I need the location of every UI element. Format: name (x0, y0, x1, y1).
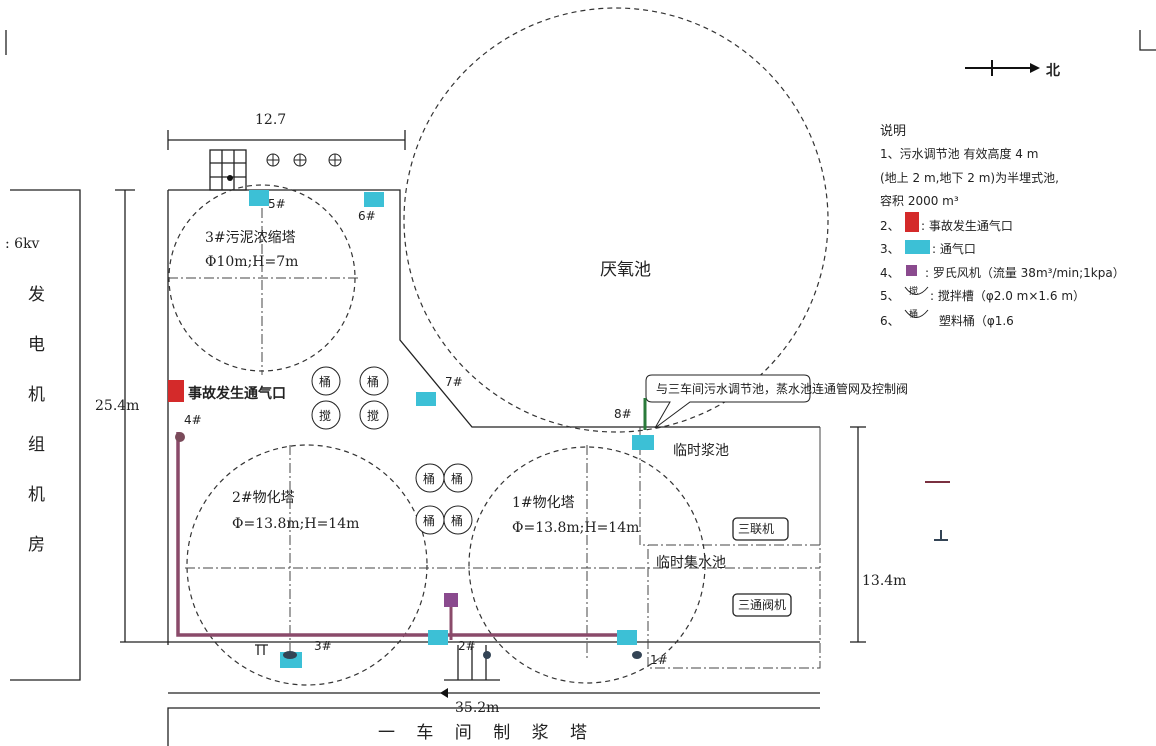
site-outline (167, 189, 820, 645)
emergency-vent-label: 事故发生通气口 (188, 385, 286, 402)
svg-text:(地上 2 m,地下 2 m)为半埋式池,: (地上 2 m,地下 2 m)为半埋式池, (880, 171, 1059, 185)
callout: 与三车间污水调节池，蒸水池连通管网及控制阀 (645, 374, 908, 429)
small-tanks (311, 366, 473, 535)
small-tank-label: 桶 (423, 471, 435, 486)
svg-text:25.4m: 25.4m (95, 398, 139, 414)
valve-2 (483, 651, 491, 659)
equipment-box-2-label: 三通阀机 (738, 598, 786, 612)
dimension-top: 12.7 (167, 112, 406, 150)
vent-1 (617, 630, 637, 645)
svg-text:机: 机 (28, 385, 45, 405)
small-tank-label: 桶 (319, 374, 331, 389)
tower2-name: 2#物化塔 (232, 490, 295, 506)
anaerobic-tank-label: 厌氧池 (600, 260, 651, 280)
svg-text:: 通气口: : 通气口 (932, 241, 976, 256)
tower3-name: 3#污泥浓缩塔 (205, 230, 296, 246)
legend-bucket-icon: 桶 (909, 308, 918, 320)
svg-text:2、: 2、 (880, 219, 900, 233)
manhole-icons (266, 153, 342, 167)
north-label: 北 (1046, 63, 1060, 79)
legend-mixer-icon: 搅 (909, 285, 918, 297)
vent-label-1: 1# (650, 653, 668, 667)
callout-text: 与三车间污水调节池，蒸水池连通管网及控制阀 (656, 381, 908, 396)
dimension-bottom: 35.2m (168, 688, 820, 716)
dimension-left: 25.4m (95, 189, 139, 642)
tower3-spec: Φ10m;H=7m (205, 254, 298, 270)
tower1-spec: Φ=13.8m;H=14m (512, 520, 639, 536)
svg-text:: 罗氏风机（流量 38m³/min;1kpa）: : 罗氏风机（流量 38m³/min;1kpa） (925, 266, 1125, 280)
legend: 说明 1、污水调节池 有效高度 4 m (地上 2 m,地下 2 m)为半埋式池… (880, 124, 1125, 328)
small-tank-label: 桶 (423, 513, 435, 528)
vent-label-2: 2# (458, 639, 476, 653)
emergency-vent (168, 380, 184, 402)
legend-vent-swatch (905, 240, 930, 254)
svg-text:1、污水调节池 有效高度 4 m: 1、污水调节池 有效高度 4 m (880, 146, 1038, 161)
svg-text:说明: 说明 (880, 124, 906, 139)
vent-label-7: 7# (445, 375, 463, 389)
vent-7 (416, 392, 436, 406)
vent-label-8: 8# (614, 407, 632, 421)
vent-2 (428, 630, 448, 645)
tower1-circle (468, 446, 706, 684)
valve-4 (175, 432, 185, 442)
corner-marks (5, 30, 1156, 55)
equipment-box-2 (732, 593, 792, 617)
collect-pool-label: 临时集水池 (656, 554, 726, 571)
svg-text:3、: 3、 (880, 242, 900, 256)
vent-label-6: 6# (358, 209, 376, 223)
svg-text:机: 机 (28, 485, 45, 505)
equipment-box-1-label: 三联机 (738, 522, 774, 536)
svg-text:容积 2000 m³: 容积 2000 m³ (880, 193, 959, 208)
vent-6 (364, 192, 384, 207)
pump-symbol (255, 644, 268, 655)
svg-text:: 事故发生通气口: : 事故发生通气口 (921, 218, 1013, 233)
svg-text:6、: 6、 (880, 314, 900, 328)
legend-emergency-swatch (905, 212, 919, 232)
svg-text:: 搅拌槽（φ2.0 m×1.6 m）: : 搅拌槽（φ2.0 m×1.6 m） (930, 288, 1085, 303)
svg-text:5、: 5、 (880, 289, 900, 303)
tower2-circle (186, 444, 428, 686)
vent-label-4: 4# (184, 413, 202, 427)
anaerobic-tank (403, 7, 829, 433)
valve-3 (283, 651, 297, 659)
generator-room: : 6kv 发 电 机 组 机 房 (5, 189, 81, 681)
small-tank-label: 搅 (319, 408, 331, 423)
small-tank-label: 桶 (451, 471, 463, 486)
workshop-label: 一 车 间 制 浆 塔 (378, 723, 595, 743)
stair-symbol (444, 645, 500, 681)
tower1-name: 1#物化塔 (512, 495, 575, 511)
svg-text:12.7: 12.7 (255, 112, 286, 128)
svg-text:: 6kv: : 6kv (5, 236, 40, 252)
pools-outline (639, 427, 821, 669)
valve-symbol (934, 530, 948, 541)
north-arrow: 北 (965, 60, 1060, 79)
vent-label-3: 3# (314, 639, 332, 653)
svg-text:发: 发 (28, 285, 45, 305)
slurry-pool-label: 临时浆池 (673, 443, 729, 459)
tower2-spec: Φ=13.8m;H=14m (232, 516, 359, 532)
equipment-box-1 (732, 517, 789, 541)
svg-text:4、: 4、 (880, 266, 900, 280)
dimension-right: 13.4m (850, 426, 906, 643)
svg-text:组: 组 (28, 435, 45, 455)
svg-text:房: 房 (28, 535, 45, 555)
vent-5 (249, 190, 269, 206)
valve-1 (632, 651, 642, 659)
small-building (209, 149, 247, 191)
small-tank-label: 搅 (367, 408, 379, 423)
small-tank-label: 桶 (367, 374, 379, 389)
workshop-outline (167, 707, 820, 746)
svg-text:13.4m: 13.4m (862, 573, 906, 589)
small-tank-label: 桶 (451, 513, 463, 528)
vent-8 (632, 435, 654, 450)
legend-fan-swatch (906, 265, 917, 276)
roots-fan (444, 593, 458, 607)
svg-text:塑料桶（φ1.6: 塑料桶（φ1.6 (935, 313, 1014, 328)
vent-label-5: 5# (268, 197, 286, 211)
air-pipe (176, 432, 635, 637)
svg-text:电: 电 (28, 335, 45, 355)
